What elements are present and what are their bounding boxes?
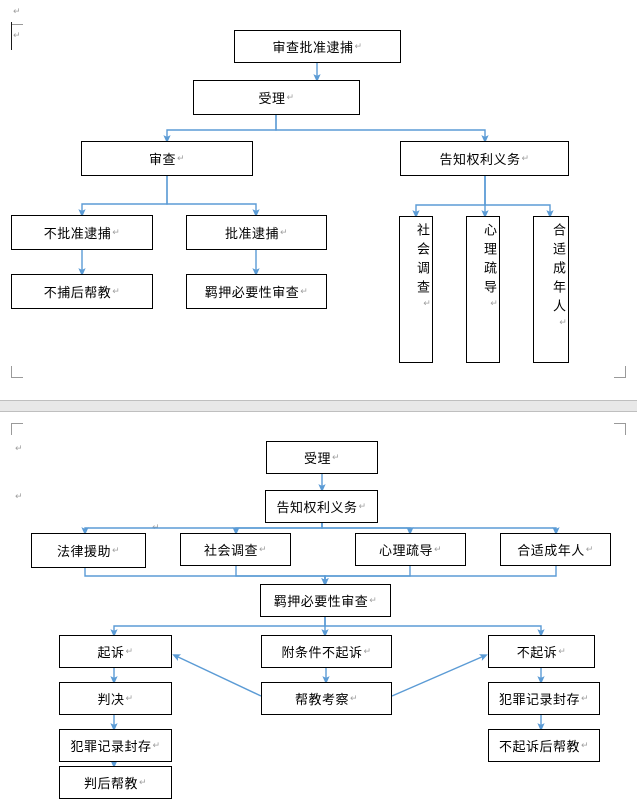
node-shencha[interactable]: 审查↵	[81, 141, 253, 176]
node-label: 判后帮教	[83, 776, 138, 791]
paragraph-mark: ↵	[558, 318, 568, 328]
paragraph-mark: ↵	[489, 299, 499, 309]
text-caret	[11, 22, 12, 50]
paragraph-mark: ↵	[13, 31, 21, 41]
paragraph-mark: ↵	[331, 452, 341, 463]
paragraph-mark: ↵	[13, 7, 21, 17]
paragraph-mark: ↵	[258, 544, 268, 555]
node-label: 羁押必要性审查	[273, 594, 369, 609]
paragraph-mark: ↵	[422, 299, 432, 309]
node-label: 不起诉后帮教	[498, 739, 580, 754]
paragraph-mark: ↵	[521, 153, 530, 164]
paragraph-mark: ↵	[433, 544, 443, 555]
node-bu-qisu[interactable]: 不起诉↵	[488, 635, 595, 668]
paragraph-mark: ↵	[279, 227, 289, 238]
node-bubu-hou-bangjiao[interactable]: 不捕后帮教↵	[11, 274, 153, 309]
page-break-separator	[0, 400, 637, 412]
node-label: 批准逮捕	[224, 226, 279, 241]
node-shouli-p1[interactable]: 受理↵	[193, 80, 360, 115]
paragraph-mark: ↵	[125, 646, 134, 657]
paragraph-mark: ↵	[176, 153, 186, 164]
node-falv-yuanzhu[interactable]: 法律援助↵	[31, 533, 146, 568]
node-xinli-shudao-p2[interactable]: 心理疏导↵	[355, 533, 466, 566]
paragraph-mark: ↵	[358, 501, 367, 512]
paragraph-mark: ↵	[125, 693, 134, 704]
node-shehui-diaocha-p2[interactable]: 社会调查↵	[180, 533, 291, 566]
paragraph-mark: ↵	[111, 545, 121, 556]
node-jiya-biyaoxing-shencha-p2[interactable]: 羁押必要性审查↵	[260, 584, 391, 617]
node-label: 不批准逮捕	[43, 226, 112, 241]
paragraph-mark: ↵	[363, 646, 372, 657]
paragraph-mark: ↵	[580, 740, 590, 751]
node-qisu[interactable]: 起诉↵	[59, 635, 172, 668]
node-bangjiao-kaocha[interactable]: 帮教考察↵	[261, 682, 392, 715]
node-label: 起诉	[97, 645, 125, 660]
node-label: 帮教考察	[294, 692, 349, 707]
node-label: 合适成年人	[551, 223, 566, 318]
node-shehui-diaocha-p1[interactable]: 社会调查↵	[399, 216, 433, 363]
node-label: 判决	[97, 692, 125, 707]
node-shouli-p2[interactable]: 受理↵	[266, 441, 378, 474]
paragraph-mark: ↵	[286, 92, 295, 103]
paragraph-mark: ↵	[15, 492, 23, 502]
node-label: 不起诉	[516, 645, 558, 660]
paragraph-mark: ↵	[152, 740, 161, 751]
node-label: 犯罪记录封存	[70, 739, 152, 754]
margin-corner-bottom-left-p1	[11, 366, 23, 378]
node-pizhun-daibu[interactable]: 批准逮捕↵	[186, 215, 327, 250]
node-bu-qisu-hou-bangjiao[interactable]: 不起诉后帮教↵	[488, 729, 600, 762]
paragraph-mark: ↵	[300, 286, 309, 297]
node-label: 社会调查	[415, 223, 430, 299]
node-label: 审查批准逮捕	[272, 40, 354, 55]
paragraph-mark: ↵	[580, 693, 590, 704]
node-fanzui-jilu-fengcun-left[interactable]: 犯罪记录封存↵	[59, 729, 172, 762]
node-label: 心理疏导	[378, 543, 433, 558]
node-bu-pizhun-daibu[interactable]: 不批准逮捕↵	[11, 215, 153, 250]
node-label: 不捕后帮教	[43, 285, 112, 300]
node-label: 审查	[148, 152, 176, 167]
node-xinli-shudao-p1[interactable]: 心理疏导↵	[466, 216, 500, 363]
node-gaozhi-quanli-yiwu-p1[interactable]: 告知权利义务↵	[400, 141, 569, 176]
paragraph-mark: ↵	[354, 41, 363, 52]
paragraph-mark: ↵	[585, 544, 594, 555]
paragraph-mark: ↵	[558, 646, 567, 657]
node-gaozhi-quanli-yiwu-p2[interactable]: 告知权利义务↵	[265, 490, 378, 523]
margin-corner-top-right-p2	[614, 423, 626, 435]
node-heshi-chengnianren-p1[interactable]: 合适成年人↵	[533, 216, 569, 363]
node-label: 犯罪记录封存	[498, 692, 580, 707]
node-label: 法律援助	[56, 544, 111, 559]
node-heshi-chengnianren-p2[interactable]: 合适成年人↵	[500, 533, 611, 566]
node-label: 社会调查	[203, 543, 258, 558]
node-label: 合适成年人	[517, 543, 585, 558]
paragraph-mark: ↵	[112, 286, 121, 297]
node-label: 附条件不起诉	[281, 645, 363, 660]
paragraph-mark: ↵	[152, 523, 160, 533]
node-panhou-bangjiao[interactable]: 判后帮教↵	[59, 766, 172, 799]
node-futiaojian-bu-qisu[interactable]: 附条件不起诉↵	[261, 635, 392, 668]
paragraph-mark: ↵	[15, 444, 23, 454]
node-label: 告知权利义务	[439, 152, 521, 167]
node-label: 告知权利义务	[276, 500, 358, 515]
node-jiya-biyaoxing-shencha-p1[interactable]: 羁押必要性审查↵	[186, 274, 327, 309]
node-panjue[interactable]: 判决↵	[59, 682, 172, 715]
paragraph-mark: ↵	[112, 227, 121, 238]
node-label: 受理	[258, 91, 286, 106]
paragraph-mark: ↵	[138, 777, 148, 788]
margin-corner-top-left-p2	[11, 423, 23, 435]
node-fanzui-jilu-fengcun-right[interactable]: 犯罪记录封存↵	[488, 682, 600, 715]
node-shencha-pizhun-daibu[interactable]: 审查批准逮捕↵	[234, 30, 401, 63]
paragraph-mark: ↵	[349, 693, 359, 704]
paragraph-mark: ↵	[369, 595, 378, 606]
node-label: 心理疏导	[482, 223, 497, 299]
node-label: 羁押必要性审查	[204, 285, 300, 300]
node-label: 受理	[303, 451, 331, 466]
margin-corner-bottom-right-p1	[614, 366, 626, 378]
